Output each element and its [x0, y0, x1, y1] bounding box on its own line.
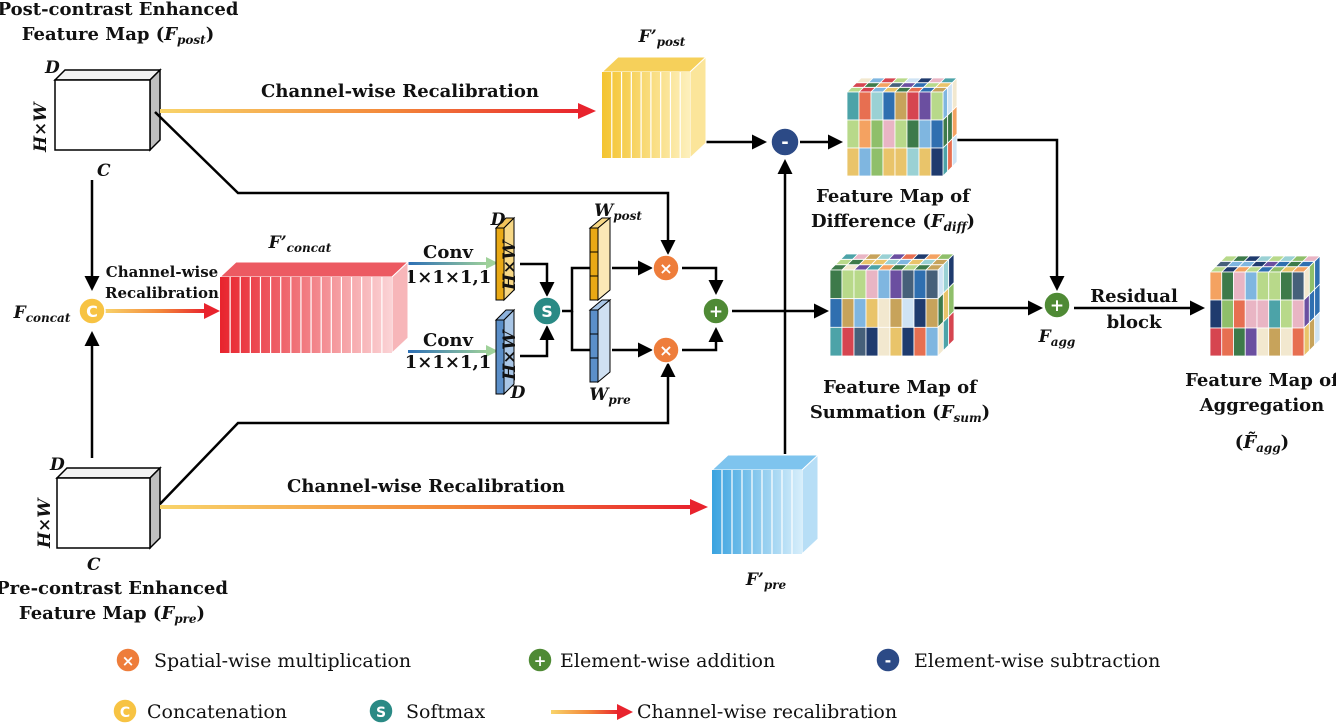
f-pre-prime-block — [710, 453, 820, 556]
legend-subtract: - Element-wise subtraction — [875, 647, 1160, 673]
svg-text:-: - — [781, 132, 788, 153]
svg-text:-: - — [885, 651, 892, 670]
pre-input-cube — [55, 466, 162, 550]
f-post-prime-label: F’post — [638, 27, 686, 49]
post-dim-d: D — [44, 58, 60, 78]
w-pre-block — [588, 298, 612, 384]
f-concat-prime-label: F’concat — [268, 233, 332, 255]
conv-output-post — [494, 216, 516, 302]
aggregation-feature-map — [1209, 255, 1321, 357]
concat-operator: C — [78, 297, 106, 325]
pre-dim-d: D — [49, 455, 65, 475]
f-concat-label: Fconcat — [13, 303, 71, 325]
difference-feature-map — [846, 77, 958, 177]
conv-arrow-top — [408, 257, 498, 269]
sum-label-line1: Feature Map of — [823, 377, 978, 398]
conv-top-kernel: 1×1×1,1 — [405, 267, 492, 288]
svg-text:Element-wise subtraction: Element-wise subtraction — [914, 650, 1160, 672]
subtract-operator: - — [770, 127, 800, 157]
conv-pre-dim-hw: H×W — [500, 329, 520, 381]
diff-label-line1: Feature Map of — [816, 186, 971, 207]
diff-label-line2: Difference (Fdiff) — [811, 211, 975, 234]
post-dim-c: C — [97, 161, 111, 181]
connection-wires — [84, 111, 1205, 505]
w-post-label: Wpost — [594, 201, 642, 223]
pre-dim-c: C — [87, 555, 101, 575]
top-recalibration-arrow — [160, 103, 596, 119]
svg-text:Spatial-wise multiplication: Spatial-wise multiplication — [154, 650, 411, 672]
add-operator-sum: + — [702, 297, 730, 325]
post-title-line2: Feature Map (Fpost) — [22, 24, 215, 47]
legend-concat: C Concatenation — [112, 698, 287, 724]
svg-text:S: S — [541, 302, 553, 321]
multiply-operator-bottom: × — [652, 336, 680, 364]
svg-text:+: + — [534, 652, 547, 670]
f-agg-label: Fagg — [1038, 327, 1076, 349]
legend-softmax: S Softmax — [368, 698, 485, 724]
pre-title-line1: Pre-contrast Enhanced — [0, 578, 228, 599]
svg-text:Concatenation: Concatenation — [147, 701, 287, 723]
conv-arrow-bottom — [408, 345, 498, 357]
conv-bottom-label: Conv — [423, 330, 473, 351]
top-recalibration-label: Channel-wise Recalibration — [261, 81, 539, 102]
svg-text:+: + — [1050, 296, 1064, 316]
w-post-block — [588, 216, 612, 302]
post-dim-hw: H×W — [31, 101, 51, 153]
conv-output-pre — [494, 308, 516, 396]
svg-text:Element-wise addition: Element-wise addition — [560, 650, 775, 672]
svg-text:×: × — [659, 341, 672, 360]
svg-text:Channel-wise recalibration: Channel-wise recalibration — [637, 701, 897, 723]
conv-bottom-kernel: 1×1×1,1 — [405, 352, 492, 373]
svg-text:C: C — [120, 705, 130, 721]
mid-recalibration-arrow — [104, 303, 220, 319]
conv-pre-dim-d: D — [510, 383, 526, 403]
multiply-operator-top: × — [652, 254, 680, 282]
softmax-operator: S — [532, 296, 562, 326]
add-operator-agg: + — [1043, 291, 1071, 319]
svg-text:Softmax: Softmax — [406, 701, 485, 723]
bottom-recalibration-label: Channel-wise Recalibration — [287, 476, 565, 497]
f-post-prime-block — [600, 55, 708, 160]
conv-post-dim-d: D — [490, 210, 506, 230]
residual-label-line1: Residual — [1090, 286, 1178, 307]
conv-top-label: Conv — [423, 242, 473, 263]
agg-label-line2: Aggregation — [1199, 395, 1325, 416]
svg-text:+: + — [709, 302, 723, 322]
pre-dim-hw: H×W — [35, 497, 55, 549]
post-input-cube — [53, 68, 162, 152]
w-pre-label: Wpre — [589, 385, 631, 407]
mid-recalibration-line1: Channel-wise — [106, 263, 218, 281]
mid-recalibration-line2: Recalibration — [105, 284, 219, 302]
residual-label-line2: block — [1107, 312, 1162, 333]
post-title-line1: Post-contrast Enhanced — [0, 0, 239, 20]
conv-post-dim-hw: H×W — [500, 239, 520, 291]
summation-feature-map — [829, 253, 955, 357]
f-pre-prime-label: F’pre — [745, 570, 787, 592]
f-concat-prime-block — [218, 260, 410, 355]
legend-multiply: × Spatial-wise multiplication — [115, 647, 411, 673]
legend: × Spatial-wise multiplication + Element-… — [112, 647, 1160, 724]
svg-text:×: × — [659, 259, 672, 278]
svg-text:×: × — [122, 652, 135, 670]
svg-text:C: C — [86, 302, 98, 321]
pre-title-line2: Feature Map (Fpre) — [19, 603, 205, 626]
agg-label-line1: Feature Map of — [1185, 370, 1336, 391]
agg-label-symbol: (F̃agg) — [1235, 431, 1289, 455]
bottom-recalibration-arrow — [160, 499, 708, 515]
legend-add: + Element-wise addition — [527, 647, 775, 673]
legend-recalibration: Channel-wise recalibration — [551, 701, 897, 723]
svg-text:S: S — [376, 705, 386, 721]
sum-label-line2: Summation (Fsum) — [810, 402, 990, 425]
